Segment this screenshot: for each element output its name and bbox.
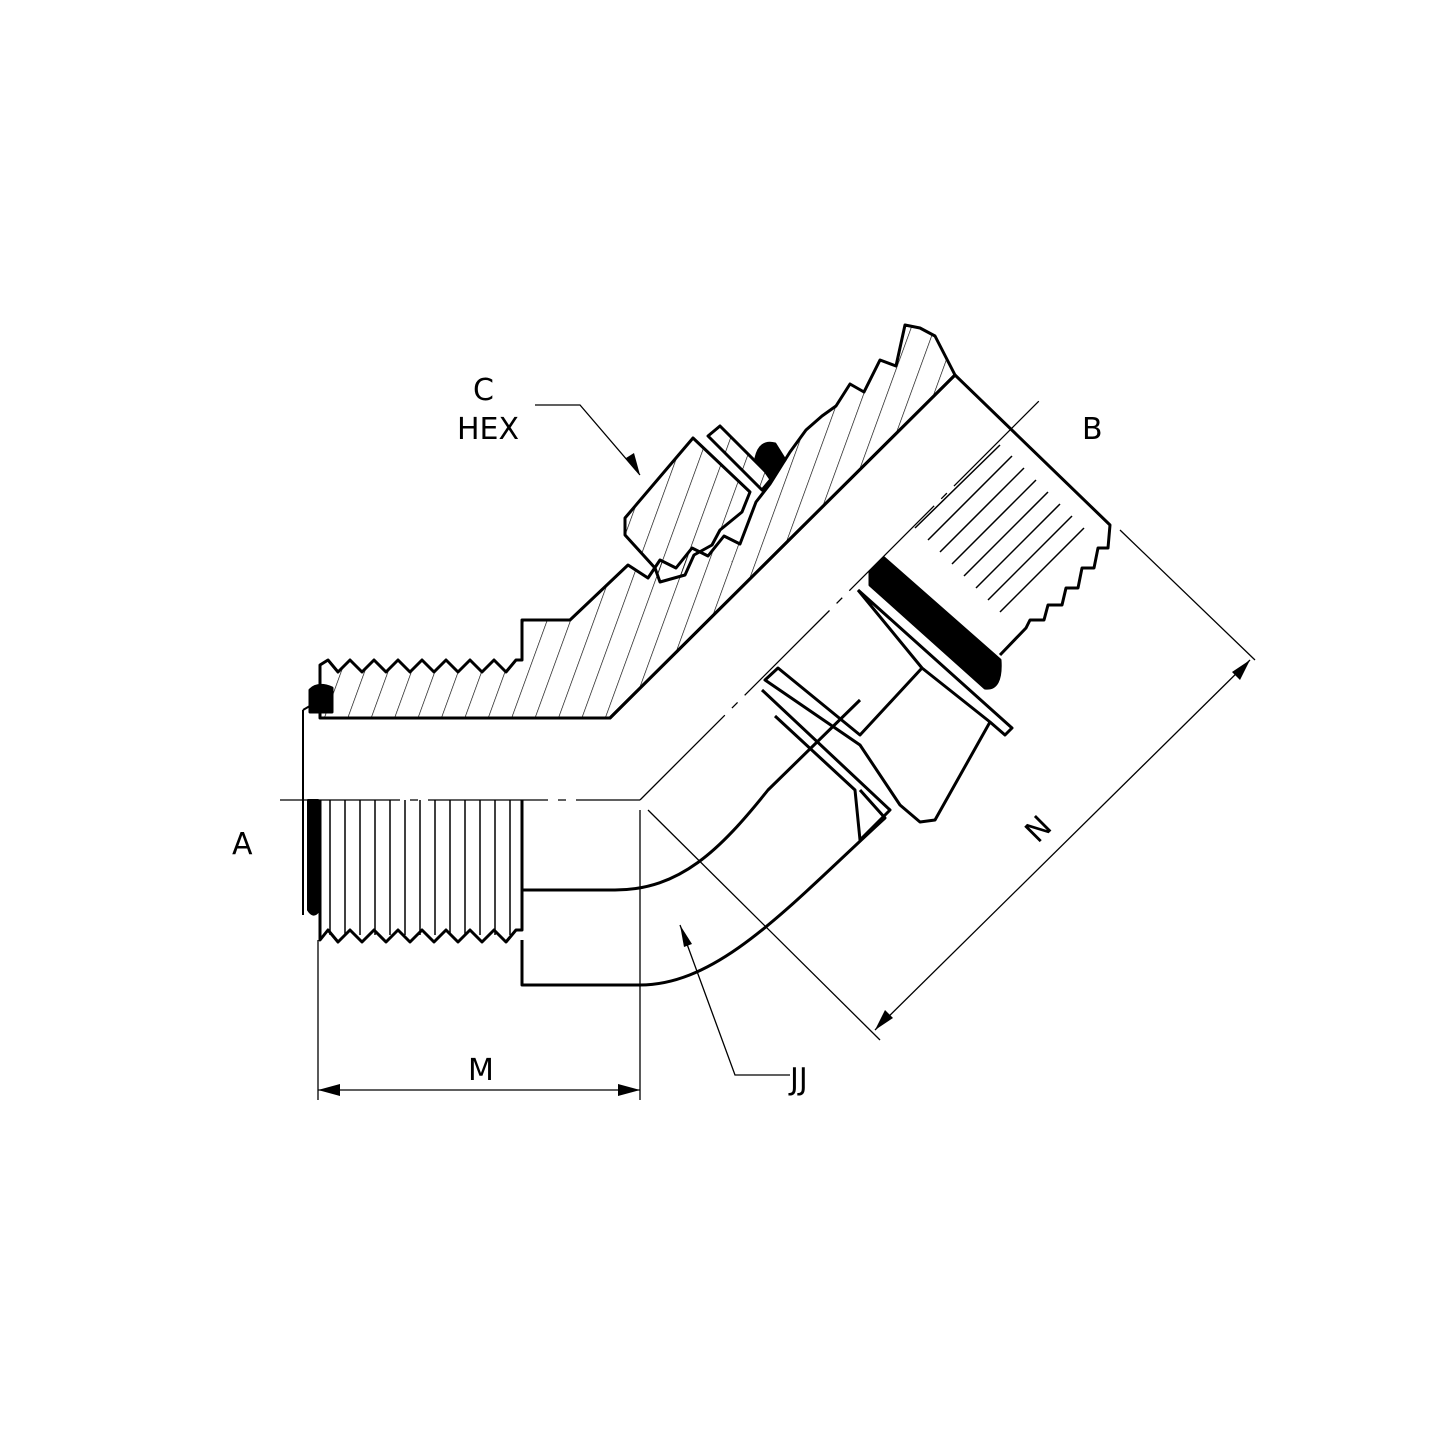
port-a-threads bbox=[329, 800, 511, 935]
label-a: A bbox=[232, 827, 253, 862]
elbow-outer bbox=[520, 789, 887, 987]
arrow-m-right bbox=[618, 1084, 640, 1096]
centerline-b bbox=[639, 394, 1046, 801]
o-ring-a bbox=[307, 799, 319, 916]
leader-hex bbox=[535, 404, 641, 476]
port-a-face bbox=[302, 699, 321, 915]
label-c: C bbox=[473, 373, 494, 408]
upper-section-body bbox=[318, 323, 957, 720]
o-ring-top bbox=[754, 441, 787, 480]
port-a-lower-threads bbox=[318, 800, 524, 944]
dim-n-ext-1 bbox=[647, 809, 881, 1041]
label-hex: HEX bbox=[457, 412, 520, 447]
dim-n-line bbox=[874, 659, 1251, 1031]
o-ring-a-top bbox=[308, 683, 334, 714]
bore-line bbox=[320, 373, 957, 720]
port-b-outline bbox=[953, 373, 1112, 657]
washer bbox=[706, 424, 774, 492]
o-ring-b bbox=[868, 556, 1002, 690]
arrow-n-top bbox=[1232, 660, 1250, 680]
arrow-m-left bbox=[318, 1084, 340, 1096]
arrow-hex bbox=[626, 453, 640, 475]
swivel-ferrule bbox=[760, 688, 892, 842]
arrow-n-bottom bbox=[875, 1010, 893, 1030]
dim-n-ext-2 bbox=[1119, 529, 1256, 661]
label-m: M bbox=[468, 1053, 494, 1088]
swivel-nut bbox=[763, 588, 1014, 824]
leader-jj bbox=[679, 924, 790, 1076]
port-b-threads bbox=[914, 444, 1085, 613]
hex-nut bbox=[623, 436, 752, 584]
elbow-inner bbox=[522, 698, 862, 892]
label-jj: JJ bbox=[790, 1062, 808, 1097]
arrow-jj bbox=[680, 925, 692, 947]
label-b: B bbox=[1082, 412, 1103, 447]
